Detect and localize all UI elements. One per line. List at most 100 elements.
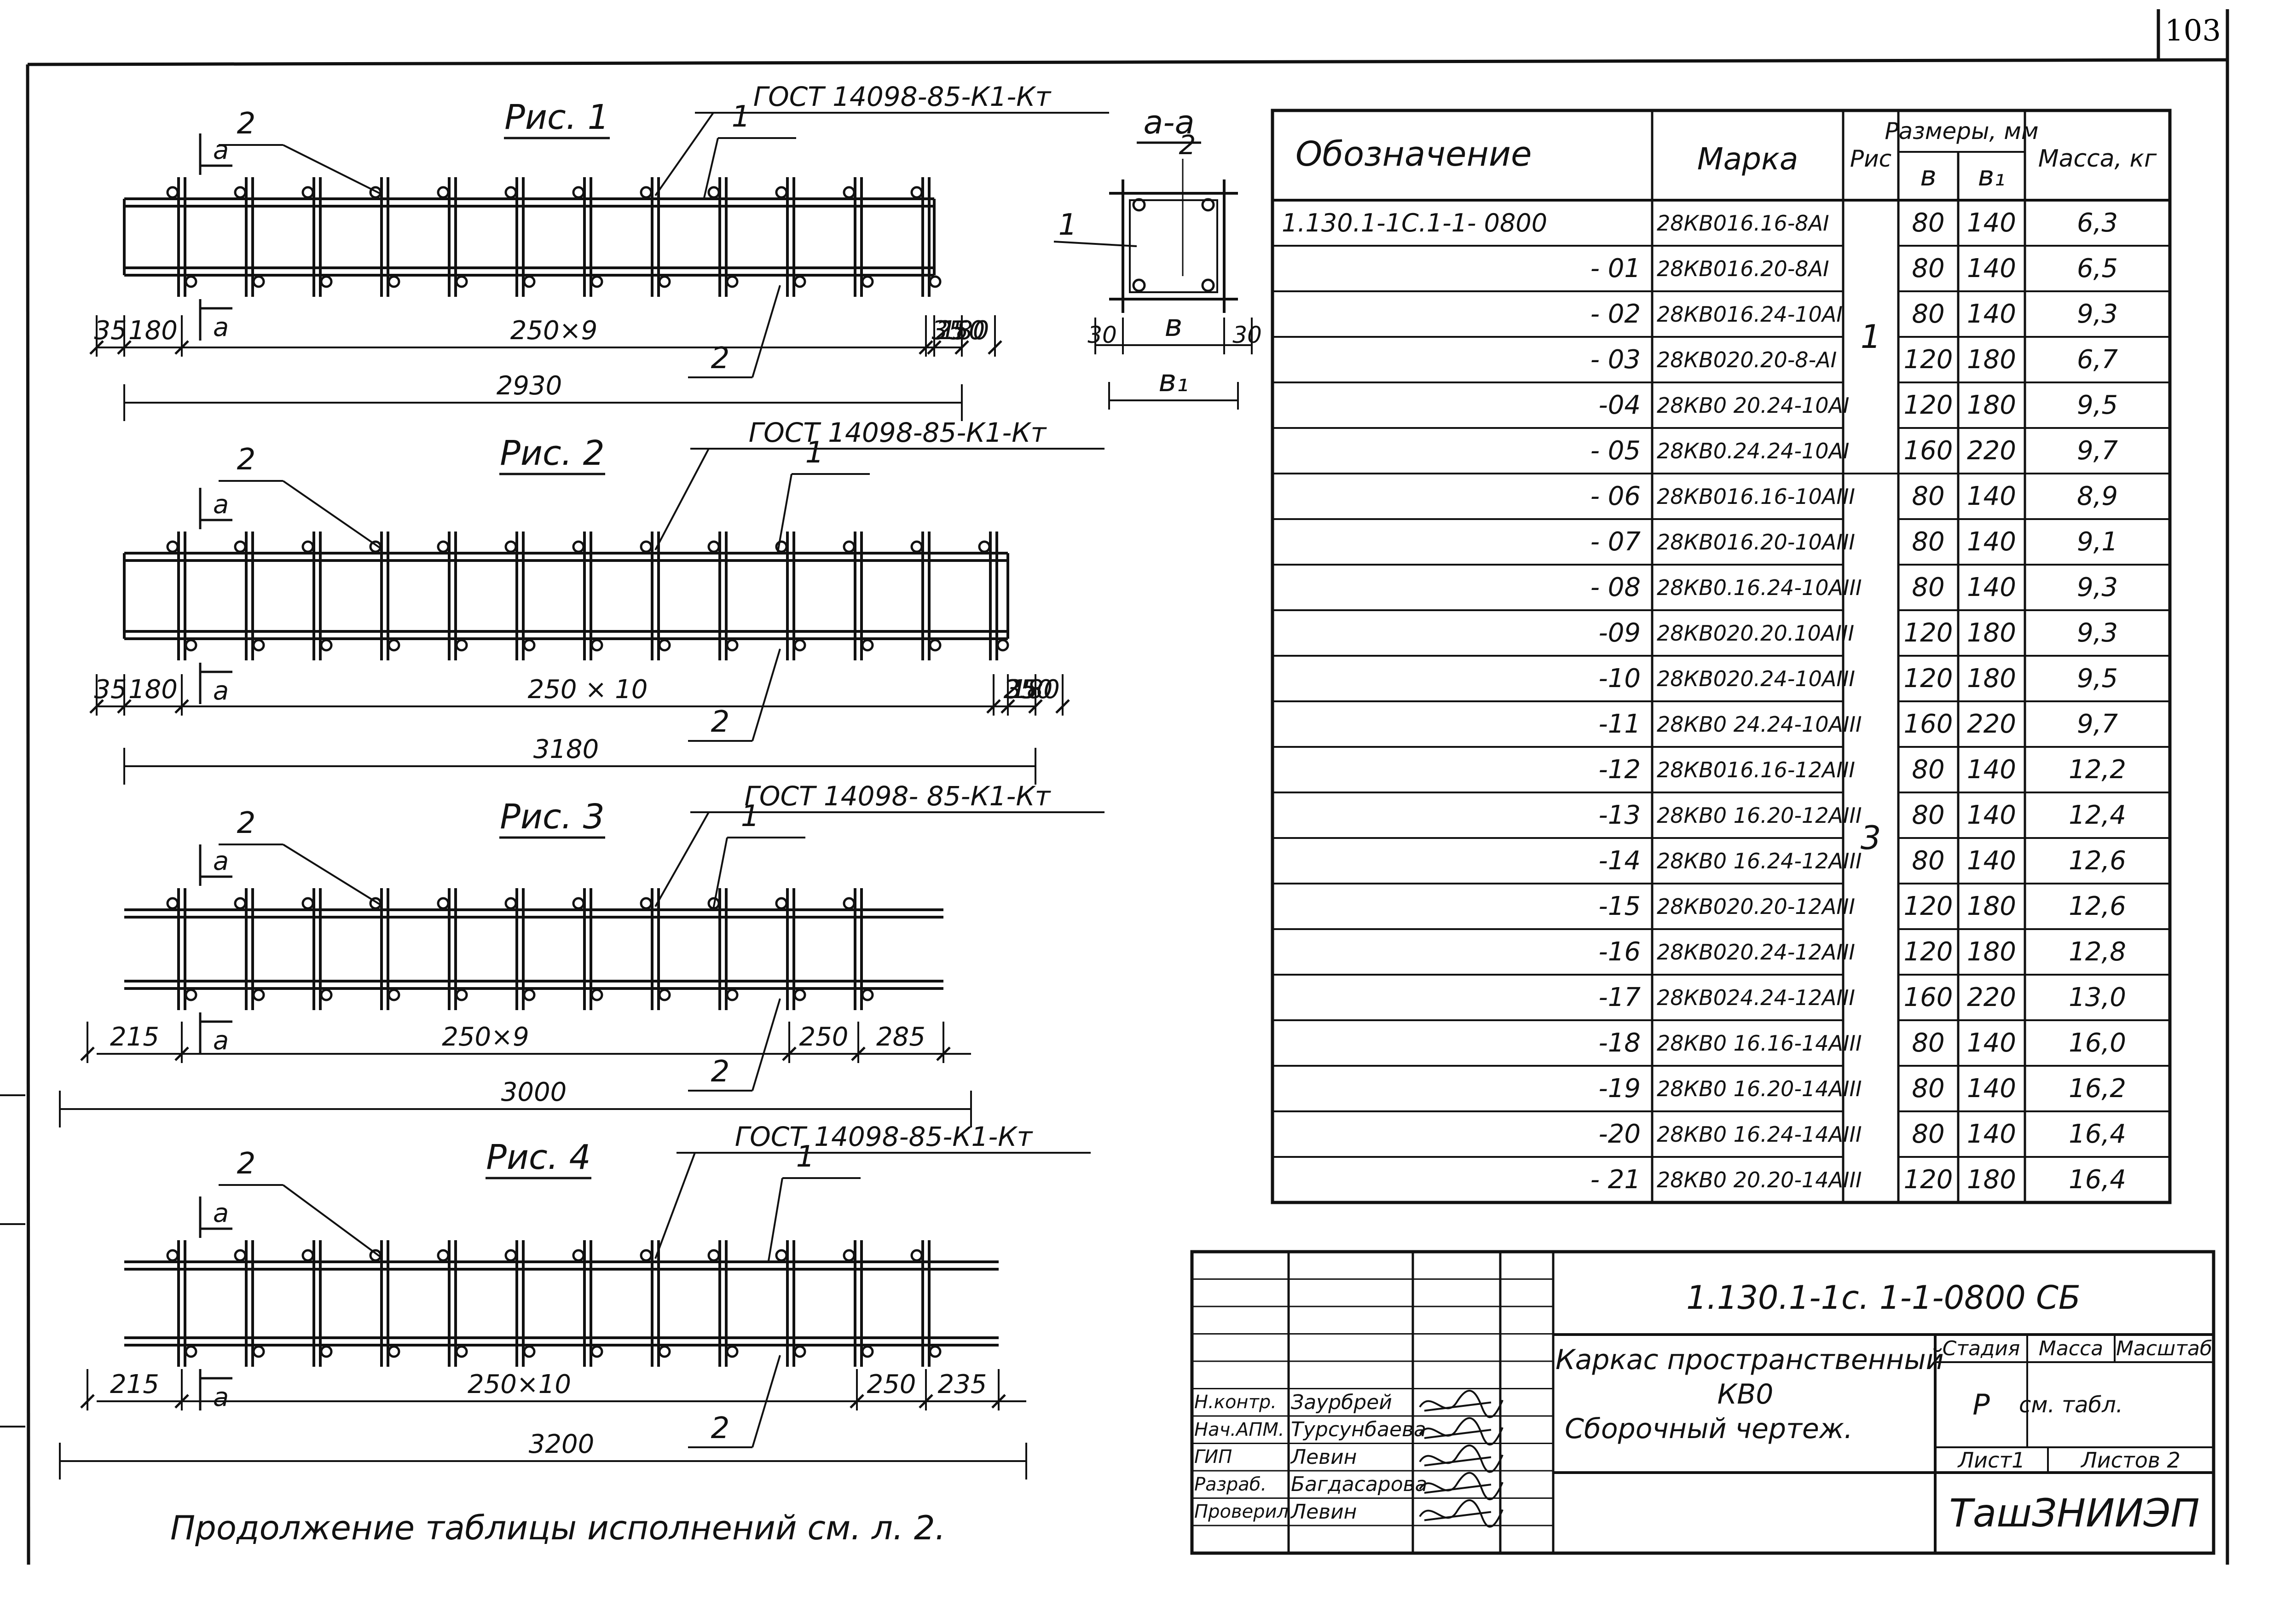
dimension-value: 180	[128, 675, 178, 705]
row-b1: 140	[1967, 755, 2016, 785]
callout-2: 2	[1179, 129, 1196, 161]
row-b: 120	[1903, 891, 1953, 921]
fig-group-3: 3	[1860, 819, 1881, 857]
role-label: Нач.АПМ.	[1194, 1419, 1284, 1440]
weld-point	[437, 540, 450, 553]
scale-label: Масштаб	[2116, 1336, 2213, 1360]
dimension-value: 250×9	[442, 1022, 529, 1052]
dimension-value: 285	[876, 1022, 925, 1052]
row-b: 120	[1903, 937, 1953, 967]
weld-point	[252, 275, 265, 288]
row-designation: -10	[1598, 664, 1641, 694]
cut-label: а	[213, 1382, 229, 1412]
dimension-tick	[954, 340, 969, 355]
row-mark: 28КВ024.24-12АIII	[1657, 985, 1856, 1010]
callout-leader	[282, 1184, 381, 1257]
weld-point	[437, 186, 450, 199]
weld-point	[387, 275, 400, 288]
row-mark: 28КВ0 20.20-14АIII	[1657, 1167, 1862, 1192]
total-dimension-value: 3180	[533, 734, 599, 764]
weld-point	[658, 639, 671, 652]
dimension-tick	[117, 699, 132, 714]
row-mark: 28КВ020.20.10АIII	[1657, 620, 1855, 646]
row-designation: -13	[1598, 800, 1641, 830]
weld-point	[320, 639, 333, 652]
header-b: в	[1920, 160, 1937, 192]
dimension-value: 35	[94, 675, 127, 705]
row-mass: 12,6	[2069, 891, 2126, 921]
dimension-value: 215	[110, 1022, 159, 1052]
row-mark: 28КВ0 16.20-14АIII	[1657, 1076, 1862, 1101]
weld-point	[301, 540, 314, 553]
dimension-tick	[174, 340, 189, 355]
header-b1: в₁	[1978, 160, 2006, 192]
weld-point	[726, 275, 739, 288]
weld-point	[387, 1345, 400, 1358]
signature	[1419, 1499, 1504, 1528]
row-designation: -11	[1598, 709, 1641, 739]
weld-point	[861, 275, 874, 288]
callout-leader	[712, 837, 728, 909]
header-mass: Масса, кг	[2038, 145, 2157, 173]
section-title: а-а	[1143, 104, 1194, 141]
row-designation: - 08	[1590, 572, 1641, 602]
row-b1: 180	[1967, 1165, 2016, 1195]
row-b: 80	[1912, 208, 1945, 238]
weld-point	[572, 186, 585, 199]
weld-point	[775, 540, 788, 553]
callout-2: 2	[711, 1411, 730, 1445]
callout-2: 2	[237, 806, 256, 840]
weld-point	[910, 1249, 923, 1262]
row-b1: 140	[1967, 1028, 2016, 1058]
row-mass: 9,3	[2076, 572, 2118, 602]
weld-point	[166, 186, 179, 199]
dimension-value: 235	[938, 1370, 987, 1399]
callout-1: 1	[805, 436, 824, 470]
row-b1: 140	[1967, 800, 2016, 830]
row-mass: 16,0	[2069, 1028, 2126, 1058]
cut-label: а	[213, 312, 229, 342]
row-mass: 9,5	[2076, 664, 2118, 694]
total-dimension-value: 3000	[501, 1077, 567, 1107]
callout-leader	[283, 144, 380, 194]
row-mark: 28КВ0 16.16-14АIII	[1657, 1030, 1862, 1056]
title-line-3: Сборочный чертеж.	[1565, 1413, 1853, 1445]
row-mass: 12,8	[2069, 937, 2126, 967]
weld-point	[707, 186, 720, 199]
weld-point	[929, 275, 942, 288]
row-mark: 28КВ0 16.20-12АIII	[1657, 803, 1862, 828]
weld-point	[726, 639, 739, 652]
person-name: Заурбрей	[1291, 1390, 1392, 1414]
section-rod	[1132, 278, 1146, 292]
row-mark: 28КВ016.16-8АI	[1657, 210, 1829, 236]
callout-leader	[768, 1178, 783, 1261]
weld-point	[185, 1345, 197, 1358]
row-designation: 1.130.1-1С.1-1- 0800	[1282, 208, 1548, 237]
weld-point	[843, 540, 856, 553]
weld-point	[726, 988, 739, 1001]
section-stirrup	[1129, 199, 1218, 293]
role-label: Проверил	[1194, 1501, 1289, 1522]
weld-point	[590, 1345, 603, 1358]
row-b: 120	[1903, 345, 1953, 375]
row-b1: 180	[1967, 937, 2016, 967]
row-mark: 28КВ020.24-12АIII	[1657, 939, 1856, 965]
dimension-value: 180	[1011, 675, 1060, 705]
mass-label: Масса	[2038, 1336, 2104, 1360]
row-mass: 9,7	[2076, 436, 2118, 466]
weld-point	[387, 639, 400, 652]
callout-2: 2	[237, 1147, 256, 1181]
weld-point	[861, 1345, 874, 1358]
row-mark: 28КВ016.16-10АIII	[1657, 484, 1856, 509]
weld-point	[707, 1249, 720, 1262]
row-b: 160	[1903, 436, 1953, 466]
weld-point	[861, 639, 874, 652]
row-b: 120	[1903, 664, 1953, 694]
row-designation: - 21	[1590, 1165, 1641, 1195]
weld-point	[523, 275, 536, 288]
row-mark: 28КВ020.20-8-АI	[1657, 347, 1837, 372]
role-label: Н.контр.	[1194, 1392, 1277, 1413]
sheet-number: 103	[2165, 14, 2221, 48]
